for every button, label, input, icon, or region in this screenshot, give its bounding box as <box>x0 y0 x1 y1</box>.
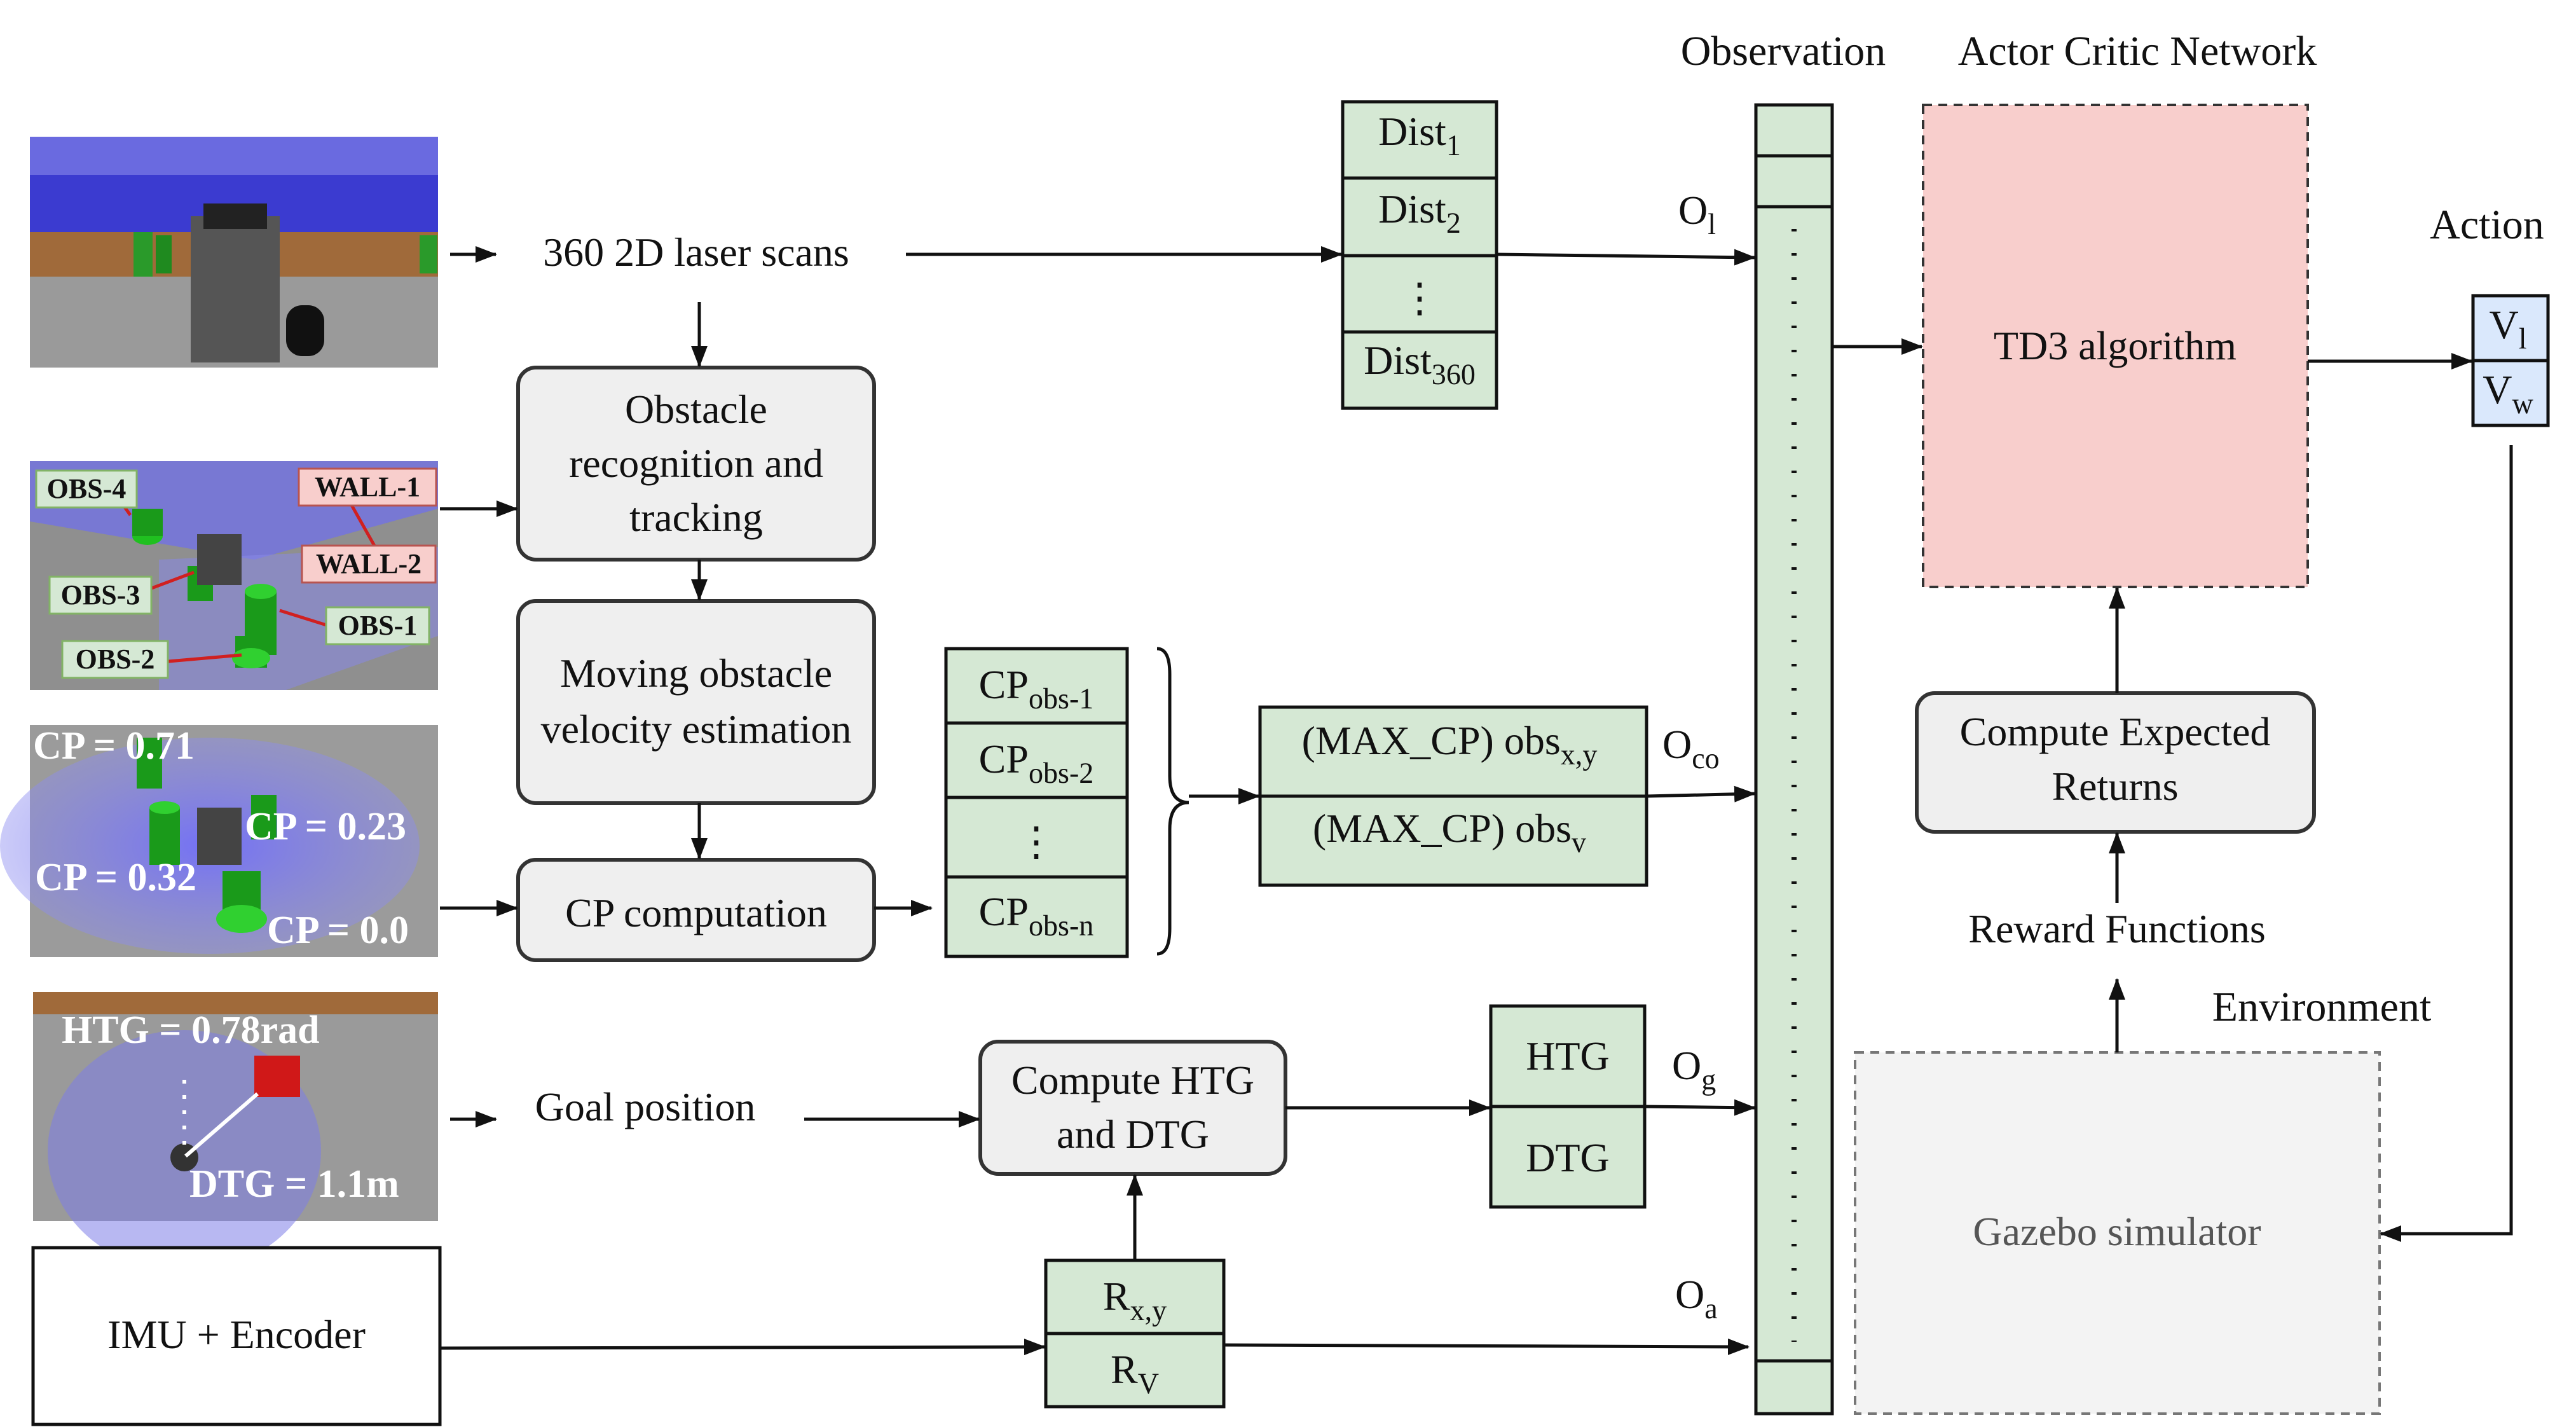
obstacle-recognition-line2: recognition and <box>569 441 823 486</box>
obs2-label: OBS-2 <box>76 644 155 675</box>
htg-value-label: HTG <box>1526 1033 1610 1079</box>
cp-brace <box>1156 647 1189 956</box>
velocity-estimation-line1: Moving obstacle <box>560 651 832 696</box>
dist-360-label: Dist360 <box>1364 338 1476 390</box>
cp-023-label: CP = 0.23 <box>245 805 406 848</box>
cp-computation-label: CP computation <box>565 890 827 935</box>
action-box: Vl Vw <box>2471 294 2550 427</box>
connector-arrows <box>439 246 2513 1356</box>
environment-header: Environment <box>2212 984 2432 1030</box>
max-cp-box: (MAX_CP) obsx,y (MAX_CP) obsv <box>1258 705 1648 887</box>
obstacle-recognition-line1: Obstacle <box>625 387 767 432</box>
velocity-estimation-box <box>516 599 876 805</box>
v-l-label: Vl <box>2489 302 2526 355</box>
goal-scene-image: HTG = 0.78rad DTG = 1.1m <box>33 992 438 1272</box>
cp-00-label: CP = 0.0 <box>267 909 409 952</box>
obs-g-label: Og <box>1672 1043 1716 1096</box>
htg-label: HTG = 0.78rad <box>62 1009 320 1052</box>
max-cp-xy-label: (MAX_CP) obsx,y <box>1302 718 1598 771</box>
cp-computation-box <box>516 858 876 962</box>
reward-functions-label: Reward Functions <box>1968 906 2266 951</box>
cp-values-scene-image: CP = 0.71 CP = 0.23 CP = 0.32 CP = 0.0 <box>0 724 438 957</box>
goal-position-label: Goal position <box>535 1084 756 1129</box>
actor-critic-header: Actor Critic Network <box>1958 28 2317 74</box>
obstacle-recognition-box <box>516 366 876 562</box>
cp-obs-2-label: CPobs-2 <box>979 736 1094 789</box>
cp-obs-1-label: CPobs-1 <box>979 662 1094 715</box>
v-w-label: Vw <box>2483 367 2533 420</box>
action-header: Action <box>2430 202 2544 248</box>
obstacle-recognition-scene-image: OBS-4 WALL-1 OBS-3 WALL-2 OBS-1 OBS-2 <box>30 461 438 690</box>
robot-state-box: Rx,y RV <box>1044 1258 1226 1409</box>
compute-returns-line2: Returns <box>2052 764 2178 809</box>
distance-vector-box: Dist1 Dist2 ⋮ Dist360 <box>1341 100 1498 410</box>
imu-encoder-label: IMU + Encoder <box>107 1312 366 1357</box>
observation-vector <box>1754 103 1834 1416</box>
td3-algorithm-box <box>1922 104 2309 588</box>
cp-dots: ⋮ <box>1016 819 1057 864</box>
dist-2-label: Dist2 <box>1378 186 1461 239</box>
gazebo-simulator-box <box>1854 1051 2381 1415</box>
dtg-value-label: DTG <box>1526 1135 1610 1180</box>
wall1-label: WALL-1 <box>315 471 420 502</box>
cp-obs-n-label: CPobs-n <box>979 889 1094 942</box>
obs1-label: OBS-1 <box>338 610 418 641</box>
observation-header: Observation <box>1681 28 1886 74</box>
obs-a-label: Oa <box>1675 1272 1718 1325</box>
obs4-label: OBS-4 <box>47 473 127 504</box>
compute-htg-line2: and DTG <box>1057 1112 1209 1157</box>
wall2-label: WALL-2 <box>316 548 421 579</box>
dtg-label: DTG = 1.1m <box>189 1162 399 1206</box>
obs-co-label: Oco <box>1662 722 1720 775</box>
obs-l-label: Ol <box>1678 188 1716 240</box>
cp-vector-box: CPobs-1 CPobs-2 ⋮ CPobs-n <box>944 647 1129 958</box>
dist-1-label: Dist1 <box>1378 109 1461 162</box>
laser-scan-label: 360 2D laser scans <box>543 230 849 275</box>
laser-scan-scene-image <box>30 137 438 368</box>
r-v-label: RV <box>1111 1347 1159 1400</box>
cp-032-label: CP = 0.32 <box>35 856 196 899</box>
compute-returns-line1: Compute Expected <box>1960 709 2271 754</box>
max-cp-v-label: (MAX_CP) obsv <box>1313 806 1587 858</box>
imu-encoder-box <box>31 1246 442 1426</box>
obstacle-recognition-line3: tracking <box>629 495 763 540</box>
td3-algorithm-label: TD3 algorithm <box>1994 323 2237 368</box>
r-xy-label: Rx,y <box>1103 1274 1167 1327</box>
cp-071-label: CP = 0.71 <box>33 724 195 768</box>
htg-dtg-box: HTG DTG <box>1489 1004 1647 1209</box>
obs3-label: OBS-3 <box>61 579 140 610</box>
dist-dots: ⋮ <box>1399 275 1440 321</box>
gazebo-simulator-label: Gazebo simulator <box>1973 1209 2261 1254</box>
compute-htg-line1: Compute HTG <box>1011 1058 1254 1103</box>
velocity-estimation-line2: velocity estimation <box>541 707 852 752</box>
